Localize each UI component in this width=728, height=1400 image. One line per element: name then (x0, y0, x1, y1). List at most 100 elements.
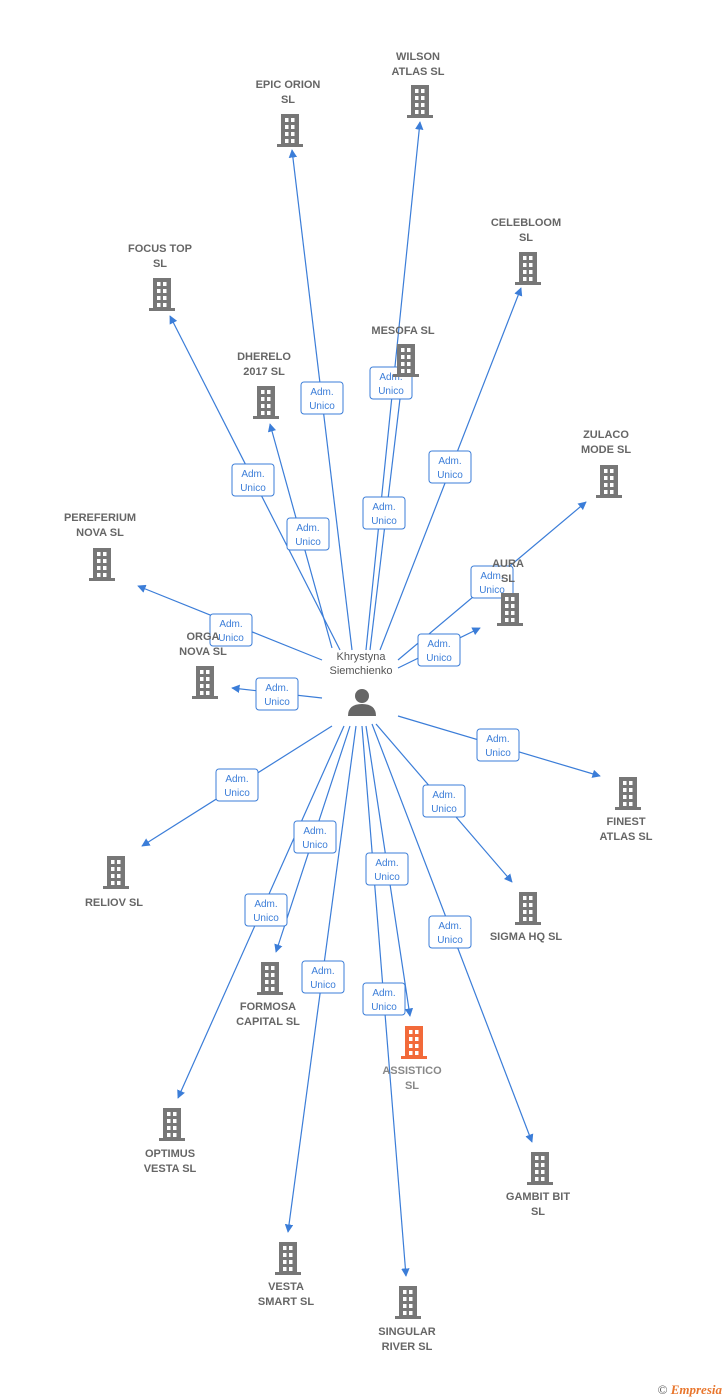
edge-label-assistico[interactable]: Adm.Unico (365, 852, 409, 886)
edge-label-aura[interactable]: Adm. Unico (417, 633, 461, 667)
company-name-line2: SL (153, 258, 167, 270)
edge-label-line1: Adm. (296, 523, 319, 534)
edge-label-box (362, 982, 406, 1016)
person-icon (348, 689, 376, 716)
company-node-mesofa[interactable]: MESOFA SL (371, 325, 435, 377)
edge-label-line2: Unico (371, 1002, 397, 1013)
footer-brand: © Empresia (658, 1382, 722, 1398)
edge-label-sigma-hq[interactable]: Adm.Unico (422, 784, 466, 818)
edge-label-line2: Unico (371, 516, 397, 527)
edge-label-line2: Unico (437, 935, 463, 946)
building-icon (253, 386, 279, 419)
company-name-line1: MESOFA SL (371, 325, 434, 337)
edge-label-box (301, 960, 345, 994)
company-node-reliov[interactable]: RELIOV SL (85, 856, 143, 909)
edge-label-reliov[interactable]: Adm.Unico (215, 768, 259, 802)
building-icon (407, 85, 433, 118)
company-node-finest-atlas[interactable]: FINEST ATLAS SL (600, 777, 653, 843)
company-name-line1: SINGULAR (378, 1326, 436, 1338)
company-name-line1: AURA (492, 558, 524, 570)
company-name-line1: GAMBIT BIT (506, 1191, 570, 1203)
edge-label-line1: Adm. (427, 639, 450, 650)
person-name-line2: Siemchienko (330, 665, 393, 677)
company-node-aura[interactable]: AURA SL (492, 558, 524, 626)
building-icon (615, 777, 641, 810)
edge-label-optimus[interactable]: Adm.Unico (244, 893, 288, 927)
edge-label-formosa[interactable]: Adm.Unico (293, 820, 337, 854)
edge-label-line1: Adm. (219, 619, 242, 630)
edge-label-box (300, 381, 344, 415)
building-icon (89, 548, 115, 581)
edge-label-line1: Adm. (372, 988, 395, 999)
edge-labels-layer: Adm.UnicoAdm.UnicoAdm.UnicoAdm.UnicoAdm.… (209, 366, 520, 1016)
company-name-line2: SL (519, 232, 533, 244)
company-node-assistico[interactable]: ASSISTICO SL (382, 1026, 442, 1092)
company-name-line1: DHERELO (237, 351, 291, 363)
edge-label-zulaco[interactable]: Adm.Unico (470, 565, 514, 599)
edge-label-line2: Unico (302, 840, 328, 851)
person-node[interactable]: Khrystyna Siemchienko (330, 651, 393, 716)
company-name-line2: SL (405, 1080, 419, 1092)
edge-label-gambit-bit[interactable]: Adm. Unico (428, 915, 472, 949)
building-icon (275, 1242, 301, 1275)
building-icon (103, 856, 129, 889)
edge-label-line2: Unico (310, 980, 336, 991)
edge-label-finest-atlas[interactable]: Adm.Unico (476, 728, 520, 762)
edge-label-line1: Adm. (438, 921, 461, 932)
edge-label-singular-river[interactable]: Adm. Unico (362, 982, 406, 1016)
building-icon (149, 278, 175, 311)
edge-label-box (470, 565, 514, 599)
edge-label-box (417, 633, 461, 667)
edge-label-epic-orion[interactable]: Adm.Unico (300, 381, 344, 415)
company-node-sigma-hq[interactable]: SIGMA HQ SL (490, 892, 563, 943)
edge-label-line2: Unico (431, 804, 457, 815)
company-node-formosa[interactable]: FORMOSA CAPITAL SL (236, 962, 300, 1028)
building-icon (527, 1152, 553, 1185)
edge-label-orga-nova[interactable]: Adm.Unico (255, 677, 299, 711)
company-name-line2: MODE SL (581, 444, 631, 456)
edge-label-box (365, 852, 409, 886)
edge-label-line1: Adm. (265, 683, 288, 694)
building-icon (393, 344, 419, 377)
company-name-line2: NOVA SL (76, 527, 124, 539)
edge-label-box (215, 768, 259, 802)
edge-label-vesta-smart[interactable]: Adm.Unico (301, 960, 345, 994)
edge-label-line2: Unico (378, 386, 404, 397)
edge-label-box (209, 613, 253, 647)
company-name-line2: ATLAS SL (600, 831, 653, 843)
edge-label-line2: Unico (485, 748, 511, 759)
edge-label-pereferium[interactable]: Adm.Unico (209, 613, 253, 647)
company-name-line1: EPIC ORION (256, 79, 321, 91)
company-name-line2: SL (501, 573, 515, 585)
company-name-line2: ATLAS SL (392, 66, 445, 78)
company-name-line1: FORMOSA (240, 1001, 296, 1013)
company-name-line1: FINEST (606, 816, 645, 828)
company-name-line2: 2017 SL (243, 366, 285, 378)
company-node-dherelo[interactable]: DHERELO 2017 SL (237, 351, 291, 419)
company-name-line2: NOVA SL (179, 646, 227, 658)
edge-label-line2: Unico (295, 537, 321, 548)
company-name-line2: CAPITAL SL (236, 1016, 300, 1028)
edge-label-line1: Adm. (241, 469, 264, 480)
edge-label-line2: Unico (479, 585, 505, 596)
company-name-line1: ASSISTICO (382, 1065, 442, 1077)
edge-label-line2: Unico (426, 653, 452, 664)
edge-label-focus-top[interactable]: Adm.Unico (231, 463, 275, 497)
building-icon (401, 1026, 427, 1059)
edge-label-line1: Adm. (372, 502, 395, 513)
edge-label-dherelo[interactable]: Adm. Unico (286, 517, 330, 551)
edge-label-wilson-atlas[interactable]: Adm. Unico (362, 496, 406, 530)
edge-label-celebloom[interactable]: Adm.Unico (428, 450, 472, 484)
